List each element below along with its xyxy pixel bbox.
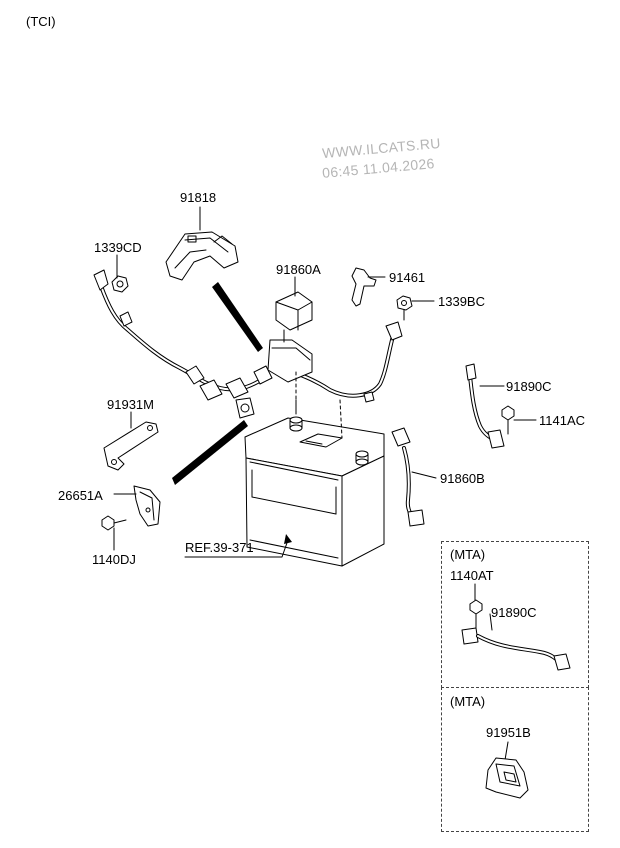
part-label-1141AC[interactable]: 1141AC — [539, 413, 586, 428]
part-label-91461[interactable]: 91461 — [389, 270, 426, 285]
variant-header: (TCI) — [26, 14, 56, 29]
part-label-91860A[interactable]: 91860A — [276, 262, 321, 277]
part-91860B-cable — [391, 427, 425, 527]
part-label-1339CD[interactable]: 1339CD — [94, 240, 142, 255]
part-1141AC-bolt — [501, 405, 515, 435]
part-label-26651A[interactable]: 26651A — [58, 488, 103, 503]
part-1140DJ-bolt — [101, 515, 127, 531]
part-label-91890C-mta[interactable]: 91890C — [491, 605, 537, 620]
ref-label[interactable]: REF.39-371 — [185, 540, 254, 555]
battery — [244, 416, 385, 567]
part-label-91931M[interactable]: 91931M — [107, 397, 154, 412]
part-1339BC-nut — [396, 295, 413, 321]
part-1339CD-nut — [111, 275, 129, 293]
mta-box-2-header: (MTA) — [450, 694, 486, 709]
part-91890C-cable — [465, 363, 505, 449]
part-label-91860B[interactable]: 91860B — [440, 471, 485, 486]
part-label-91818[interactable]: 91818 — [180, 190, 217, 205]
part-91818-cover — [165, 231, 239, 281]
mta-box-2: (MTA) — [441, 687, 589, 832]
pointer-arrows — [172, 282, 263, 485]
part-26651A-bracket — [133, 485, 161, 527]
part-label-91951B[interactable]: 91951B — [486, 725, 531, 740]
harness-91860A — [93, 269, 403, 419]
ref-arrowhead — [284, 534, 292, 544]
part-91931M-bracket — [103, 421, 159, 471]
leader-lines — [113, 206, 537, 761]
part-label-1140DJ[interactable]: 1140DJ — [92, 552, 136, 567]
mta-91890C-cable — [461, 599, 571, 671]
part-label-1339BC[interactable]: 1339BC — [438, 294, 485, 309]
part-label-1140AT[interactable]: 1140AT — [450, 568, 494, 583]
mta-box-1-header: (MTA) — [450, 547, 486, 562]
mta-91951B-bracket — [485, 757, 529, 799]
part-91461-bracket — [351, 267, 377, 307]
part-label-91890C[interactable]: 91890C — [506, 379, 552, 394]
